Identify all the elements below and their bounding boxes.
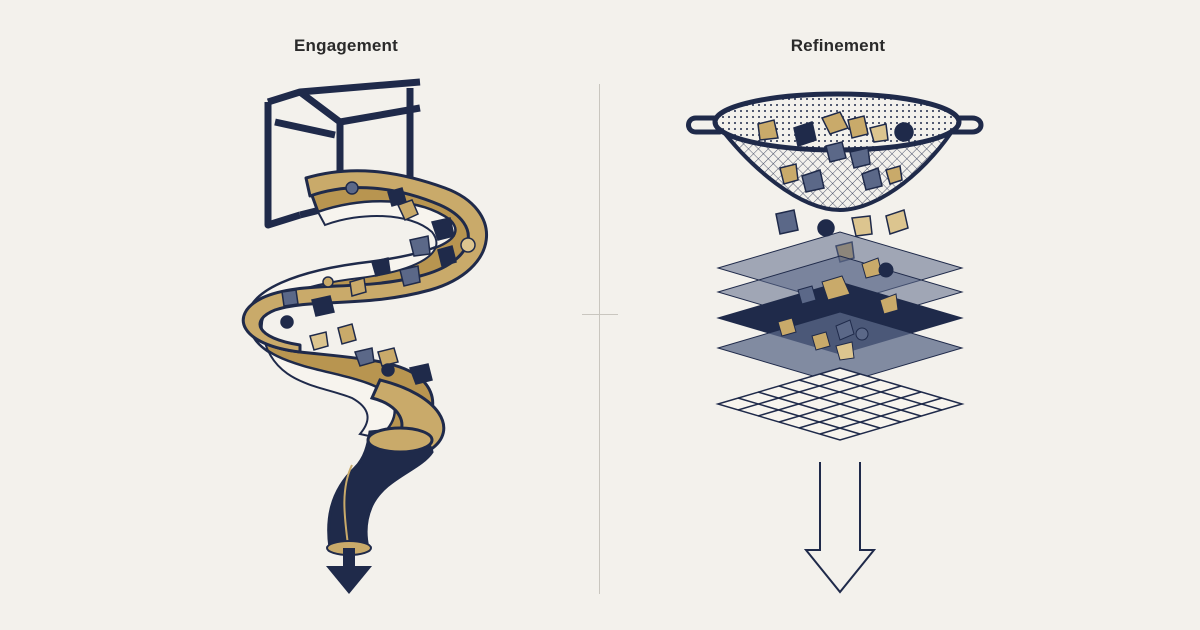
arrow-down-outline-icon xyxy=(803,462,877,594)
pipe xyxy=(327,429,434,550)
filter-layers xyxy=(716,231,964,385)
layer-particles xyxy=(777,257,899,361)
sieve-contents xyxy=(757,111,914,193)
slide-chute-icon xyxy=(241,78,489,594)
slide-front-band xyxy=(241,169,489,354)
grid-sheet xyxy=(715,367,965,441)
refinement-title: Refinement xyxy=(790,36,886,55)
arrow-down-icon xyxy=(326,548,372,594)
sieve-handles xyxy=(686,115,984,135)
engagement-title: Engagement xyxy=(293,36,399,55)
divider-tick xyxy=(582,314,618,315)
sieve-filter-icon xyxy=(686,91,984,594)
pipe-mouth xyxy=(366,426,434,454)
doorway-icon xyxy=(264,78,421,229)
center-divider xyxy=(599,84,600,594)
debris-shapes xyxy=(280,181,476,385)
